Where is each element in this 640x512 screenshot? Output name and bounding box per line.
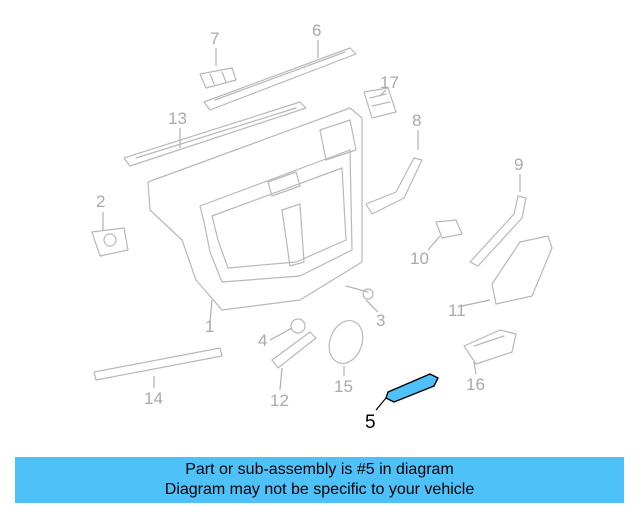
part-6-window-sweep	[203, 47, 357, 111]
part-5-insert	[385, 373, 439, 403]
callout-15: 15	[334, 377, 353, 396]
callout-11: 11	[448, 301, 466, 320]
banner-line-2: Diagram may not be specific to your vehi…	[164, 481, 475, 498]
part-15-seal	[328, 320, 364, 364]
part-14-lower-strip	[93, 347, 223, 381]
part-16-pull-cup	[463, 329, 517, 365]
callout-2: 2	[96, 192, 105, 211]
info-banner: Part or sub-assembly is #5 in diagram Di…	[15, 457, 624, 503]
callout-14: 14	[144, 389, 163, 408]
callout-5: 5	[365, 412, 376, 433]
callout-1: 1	[205, 317, 214, 336]
part-4-clip	[290, 318, 306, 334]
part-17-switch	[363, 87, 397, 119]
parts-diagram: 1 2 3 4 5 6 7 8 9 10 11 12 13 14 15 16 1…	[91, 21, 553, 433]
banner-line-1: Part or sub-assembly is #5 in diagram	[185, 461, 454, 478]
callout-4: 4	[258, 331, 267, 350]
callout-13: 13	[168, 109, 187, 128]
part-10-clip	[435, 219, 463, 239]
callout-8: 8	[412, 111, 421, 130]
part-7-clip	[199, 67, 237, 89]
part-9-strip	[469, 195, 527, 267]
callout-17: 17	[380, 73, 399, 92]
part-2-bracket	[91, 227, 129, 257]
part-8-handle	[365, 157, 423, 215]
part-1-door-panel	[147, 107, 363, 311]
leader-lines	[102, 40, 521, 411]
callout-10: 10	[410, 249, 429, 268]
callout-7: 7	[210, 29, 219, 48]
part-13-belt-strip	[123, 101, 307, 167]
part-12-trim	[271, 331, 317, 369]
callout-12: 12	[270, 391, 289, 410]
part-3-screw	[345, 285, 374, 300]
callout-16: 16	[466, 375, 485, 394]
callout-6: 6	[312, 21, 321, 40]
callout-3: 3	[376, 311, 385, 330]
part-11-armrest	[491, 235, 553, 305]
callout-9: 9	[514, 155, 523, 174]
